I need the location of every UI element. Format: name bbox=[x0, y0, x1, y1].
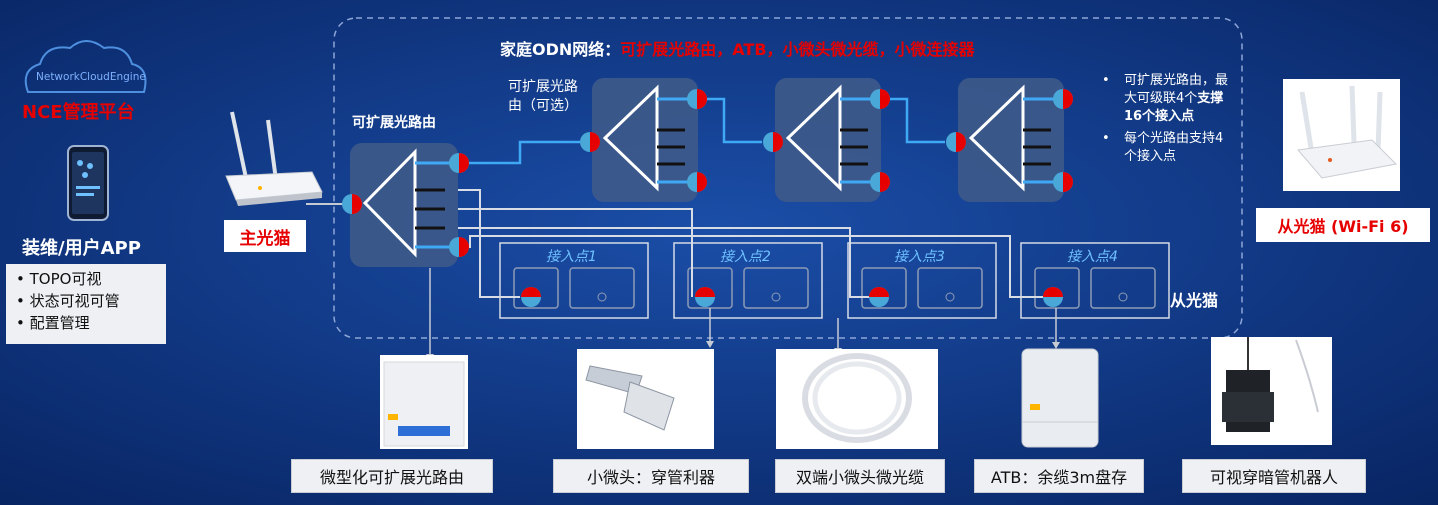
sub-ont-product-label: 从光猫 (Wi-Fi 6) bbox=[1256, 208, 1430, 242]
product-label: ATB：余缆3m盘存 bbox=[974, 459, 1144, 493]
nce-logo-text: NetworkCloudEngine bbox=[36, 71, 146, 83]
connector-icons bbox=[342, 89, 1073, 307]
phone-icon bbox=[67, 145, 109, 221]
note-item: • 可扩展光路由，最大可级联4个支撑16个接入点 bbox=[1102, 73, 1229, 124]
access-point-label: 接入点2 bbox=[720, 249, 771, 265]
optional-router-label: 可扩展光路由（可选） bbox=[508, 79, 578, 114]
pipe-robot-photo bbox=[1211, 337, 1332, 445]
micro-fiber-cable-photo bbox=[776, 349, 938, 449]
micro-router-photo bbox=[380, 355, 468, 449]
access-point-label: 接入点4 bbox=[1067, 249, 1118, 265]
app-feature-item: • 配置管理 bbox=[16, 314, 90, 332]
main-ont-label: 主光猫 bbox=[224, 220, 306, 252]
nce-title: NCE管理平台 bbox=[22, 102, 135, 123]
cloud-icon bbox=[24, 40, 147, 93]
sub-ont-router-photo bbox=[1283, 79, 1400, 191]
access-point-label: 接入点3 bbox=[894, 249, 945, 265]
product-label: 可视穿暗管机器人 bbox=[1182, 459, 1366, 493]
app-feature-item: • TOPO可视 bbox=[16, 270, 102, 288]
product-label: 双端小微头微光缆 bbox=[775, 459, 945, 493]
notes: • 可扩展光路由，最大可级联4个支撑16个接入点 • 每个光路由支持4个接入点 bbox=[1102, 72, 1234, 166]
main-router-label: 可扩展光路由 bbox=[352, 115, 436, 131]
sub-ont-label: 从光猫 bbox=[1170, 291, 1219, 310]
micro-connector-photo bbox=[577, 349, 714, 449]
app-title: 装维/用户APP bbox=[22, 238, 141, 259]
note-item: • 每个光路由支持4个接入点 bbox=[1102, 131, 1224, 164]
odn-title: 家庭ODN网络：可扩展光路由，ATB，小微头微光缆，小微连接器 bbox=[500, 40, 975, 59]
atb-photo bbox=[1021, 348, 1099, 448]
main-ont-router-icon bbox=[225, 111, 323, 206]
product-label: 小微头：穿管利器 bbox=[553, 459, 749, 493]
access-point-label: 接入点1 bbox=[546, 249, 597, 265]
app-feature-item: • 状态可视可管 bbox=[16, 292, 120, 310]
app-feature-list: • TOPO可视 • 状态可视可管 • 配置管理 bbox=[6, 264, 166, 344]
product-label: 微型化可扩展光路由 bbox=[291, 459, 493, 493]
